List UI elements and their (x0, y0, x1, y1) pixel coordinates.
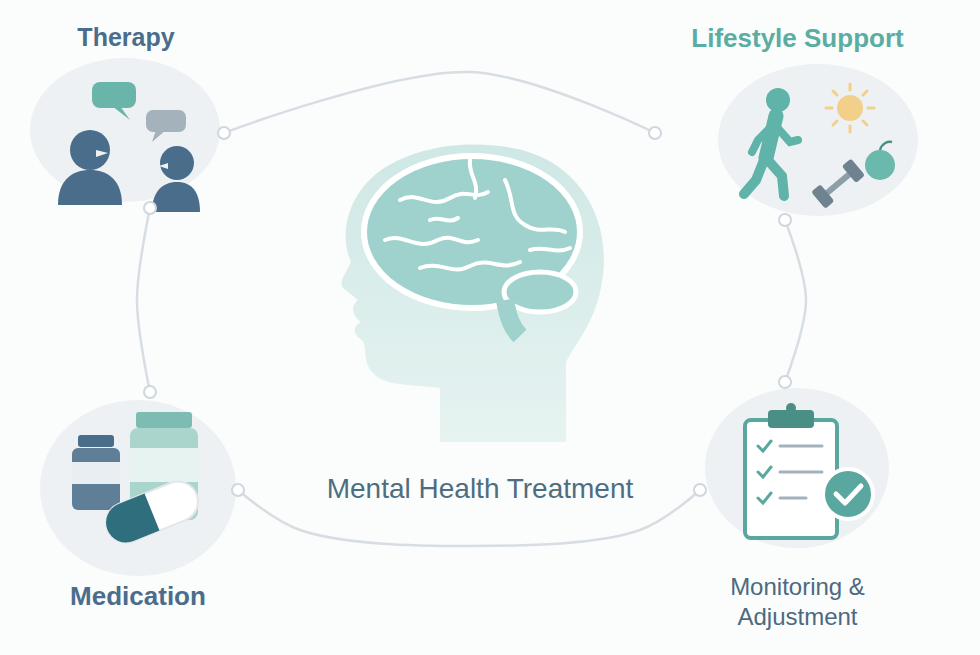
node-label: Mental Health Treatment (300, 471, 660, 506)
connector-dot (649, 127, 661, 139)
connector-dot (779, 376, 791, 388)
monitoring-icon (705, 388, 889, 548)
node-label: Lifestyle Support (655, 22, 940, 55)
therapy-node: Therapy (28, 22, 224, 208)
node-label: Medication (38, 580, 238, 613)
therapy-icon (30, 58, 220, 212)
connector-dot (232, 484, 244, 496)
cycle-connector (785, 220, 806, 382)
connector-dot (144, 202, 156, 214)
connector-dot (694, 484, 706, 496)
lifestyle-icon (718, 64, 918, 216)
medication-node: Medication (38, 392, 238, 612)
node-label: Therapy (28, 22, 224, 53)
cycle-connector (224, 72, 655, 133)
monitoring-node: Monitoring & Adjustment (700, 382, 895, 632)
connector-dot (779, 214, 791, 226)
connector-dot (144, 386, 156, 398)
central-node: Mental Health Treatment (300, 140, 660, 506)
lifestyle-node: Lifestyle Support (655, 22, 940, 220)
connector-dot (218, 127, 230, 139)
node-label: Monitoring & Adjustment (700, 572, 895, 632)
medication-icon (40, 400, 236, 576)
cycle-connector (137, 208, 150, 392)
head-illustration (342, 145, 604, 442)
